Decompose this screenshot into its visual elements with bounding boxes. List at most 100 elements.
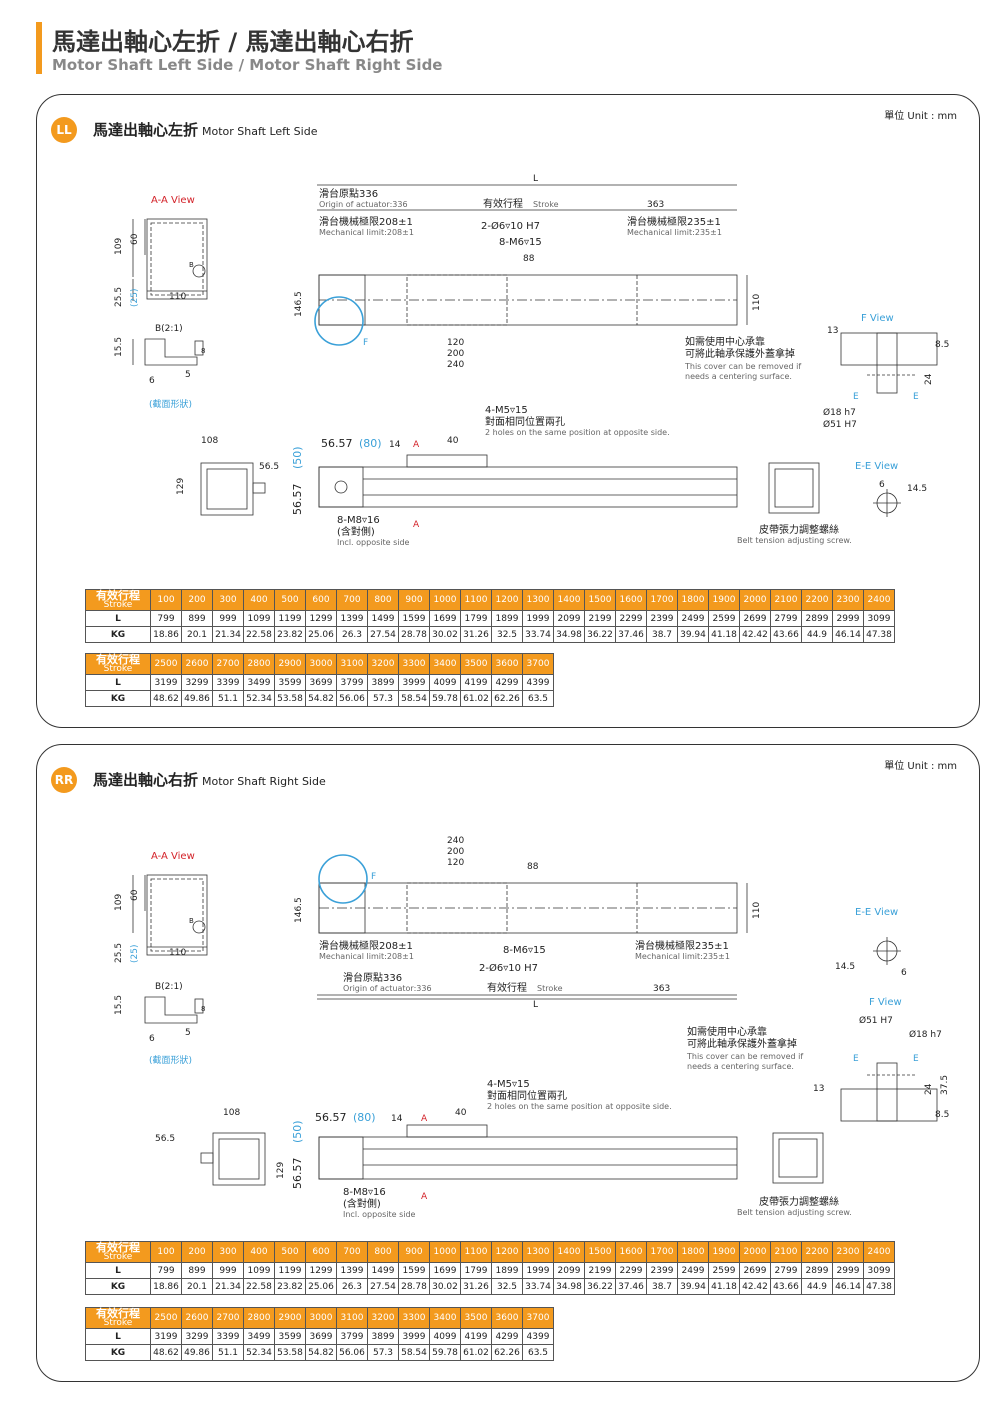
dim-25: (25) — [130, 945, 140, 963]
aa-view-label: A-A View — [151, 195, 195, 206]
l-cell: 799 — [150, 610, 182, 627]
stroke-cell: 400 — [243, 1241, 275, 1263]
l-cell: 999 — [212, 610, 244, 627]
kg-cell: 51.1 — [212, 1344, 244, 1361]
l-cell: 4399 — [522, 1328, 554, 1345]
stroke-cell: 3200 — [367, 1307, 399, 1329]
kg-cell: 57.3 — [367, 1344, 399, 1361]
stroke-cell: 3200 — [367, 653, 399, 675]
l-cell: 1099 — [243, 610, 275, 627]
dim-88-rr: 88 — [527, 862, 539, 872]
dim-110-rr: 110 — [752, 902, 762, 919]
drawing-rr: A-A View 109 60 25.5 (25) 110 B B(2:1) 1… — [114, 836, 950, 1219]
f-view-label: F View — [861, 313, 894, 324]
l-cell: 2499 — [677, 610, 709, 627]
stroke-cell: 1900 — [708, 1241, 740, 1263]
kg-cell: 63.5 — [522, 1344, 554, 1361]
stroke-cell: 1500 — [584, 589, 616, 611]
kg-cell: 48.62 — [150, 690, 182, 707]
mech-left-en: Mechanical limit:208±1 — [319, 228, 414, 237]
m8-en-rr: Incl. opposite side — [343, 1210, 416, 1219]
dim-363-rr: 363 — [653, 984, 670, 994]
m8-zh-ll: (含對側) — [337, 525, 375, 538]
kg-cell: 49.86 — [181, 1344, 213, 1361]
hole-2-rr: 2-Ø6▿10 H7 — [479, 962, 538, 974]
stroke-cell: 2400 — [863, 589, 895, 611]
row-label-kg: KG — [85, 1344, 151, 1361]
stroke-cell: 3600 — [491, 1307, 523, 1329]
kg-cell: 26.3 — [336, 626, 368, 643]
stroke-cell: 1400 — [553, 589, 585, 611]
label-b: B — [189, 917, 194, 925]
l-cell: 2199 — [584, 610, 616, 627]
origin-en: Origin of actuator:336 — [343, 984, 432, 993]
dim-8-5-ll: 8.5 — [935, 340, 949, 350]
dim-L-top: L — [533, 174, 538, 184]
kg-cell: 59.78 — [429, 1344, 461, 1361]
mech-right-zh: 滑台機械極限235±1 — [627, 215, 721, 228]
l-cell: 2299 — [615, 610, 647, 627]
kg-cell: 59.78 — [429, 690, 461, 707]
dim-14-rr: 14 — [391, 1114, 403, 1124]
mech-right-zh: 滑台機械極限235±1 — [635, 939, 729, 952]
dim-146-5-ll: 146.5 — [294, 291, 304, 317]
l-cell: 2599 — [708, 610, 740, 627]
m5-en-rr: 2 holes on the same position at opposite… — [487, 1102, 672, 1111]
l-cell: 3199 — [150, 674, 182, 691]
ee-view-drawing-rr — [873, 937, 901, 965]
kg-cell: 62.26 — [491, 690, 523, 707]
kg-cell: 34.98 — [553, 1278, 585, 1295]
actuator-side-view-ll — [318, 454, 738, 508]
dim-18-rr: Ø18 h7 — [909, 1029, 942, 1040]
row-label-l: L — [85, 1262, 151, 1279]
row-label-l: L — [85, 674, 151, 691]
stroke-zh-top: 有效行程 — [483, 197, 523, 210]
row-label-l: L — [85, 610, 151, 627]
section-title-zh: 馬達出軸心右折 — [93, 771, 199, 789]
kg-cell: 51.1 — [212, 690, 244, 707]
l-cell: 2799 — [770, 610, 802, 627]
cover-en1-ll: This cover can be removed if — [684, 362, 801, 371]
stroke-cell: 300 — [212, 1241, 244, 1263]
m5-label-ll: 4-M5▿15 — [485, 405, 528, 416]
header-accent-bar — [36, 22, 42, 74]
cover-zh2-ll: 可將此軸承保護外蓋拿掉 — [685, 347, 795, 360]
stroke-cell: 2300 — [832, 1241, 864, 1263]
belt-en-ll: Belt tension adjusting screw. — [737, 536, 852, 545]
l-cell: 1499 — [367, 610, 399, 627]
stroke-cell: 2300 — [832, 589, 864, 611]
l-cell: 4399 — [522, 674, 554, 691]
stroke-cell: 700 — [336, 589, 368, 611]
kg-cell: 63.5 — [522, 690, 554, 707]
dim-110-aa: 110 — [169, 948, 186, 958]
kg-cell: 62.26 — [491, 1344, 523, 1361]
cover-zh1-rr: 如需使用中心承靠 — [687, 1025, 767, 1038]
kg-cell: 33.74 — [522, 626, 554, 643]
m5-zh-rr: 對面相同位置兩孔 — [487, 1089, 567, 1102]
kg-cell: 43.66 — [770, 626, 802, 643]
dim-200-rr: 200 — [447, 847, 464, 857]
l-cell: 2199 — [584, 1262, 616, 1279]
stroke-en-top: Stroke — [533, 200, 559, 209]
l-cell: 1699 — [429, 610, 461, 627]
dim-50-ll: (50) — [291, 446, 304, 469]
stroke-cell: 2600 — [181, 1307, 213, 1329]
dim-60: 60 — [130, 233, 140, 245]
stroke-cell: 1000 — [429, 1241, 461, 1263]
cover-zh1-ll: 如需使用中心承靠 — [685, 335, 765, 348]
dim-56-57-v-rr: 56.57 — [291, 1158, 304, 1190]
stroke-cell: 1700 — [646, 589, 678, 611]
l-cell: 999 — [212, 1262, 244, 1279]
kg-cell: 23.82 — [274, 626, 306, 643]
l-cell: 2299 — [615, 1262, 647, 1279]
l-cell: 1399 — [336, 610, 368, 627]
stroke-cell: 3700 — [522, 653, 554, 675]
m5-zh-ll: 對面相同位置兩孔 — [485, 415, 565, 428]
